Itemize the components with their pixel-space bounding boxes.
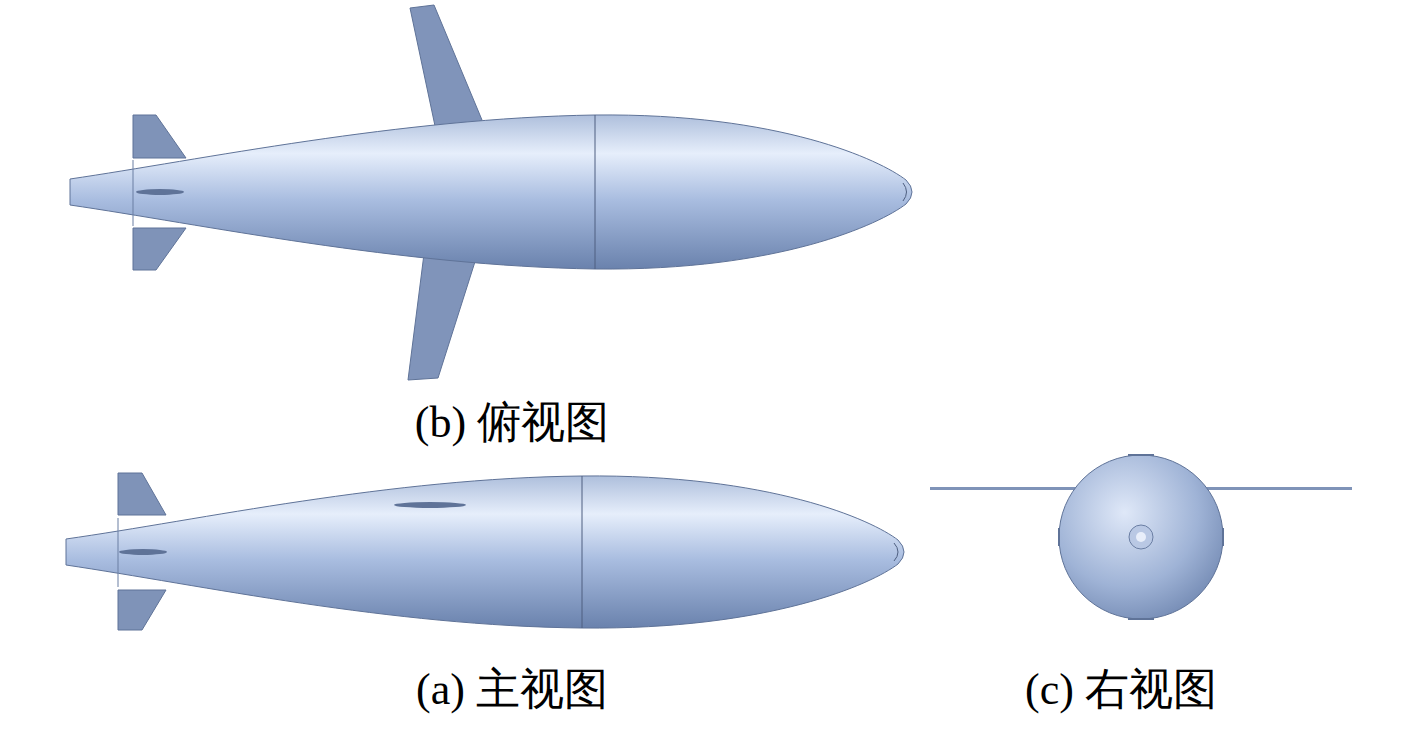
- view-caption: (c) 右视图: [1025, 668, 1217, 712]
- top-view: [70, 5, 912, 380]
- view-caption: (a) 主视图: [416, 668, 608, 712]
- view-caption: (b) 俯视图: [415, 401, 609, 445]
- right-view: [930, 455, 1352, 619]
- front-view: [66, 473, 904, 630]
